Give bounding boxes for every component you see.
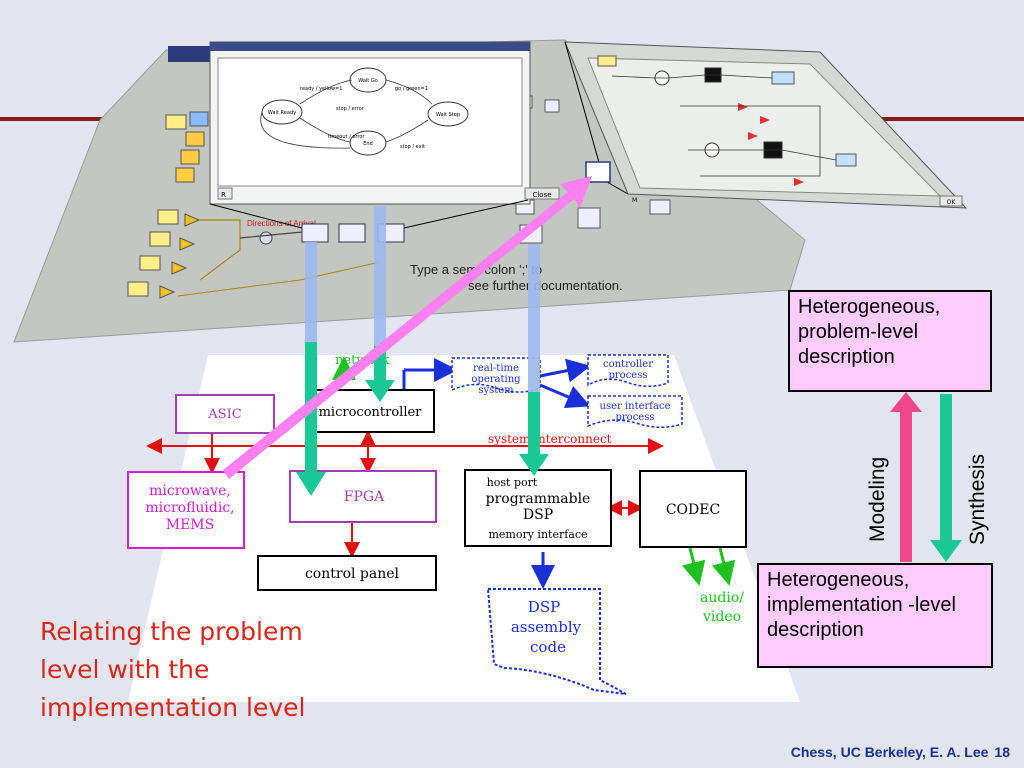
system-interconnect-bus: system interconnect [146,430,664,558]
caption-line3: implementation level [40,693,306,722]
rtos-line2: operating [471,374,521,385]
fsm-transition-timeout: timeout / error [328,134,365,140]
controller-line1: controller [603,359,653,370]
fpga-label: FPGA [344,489,385,505]
page-number: 18 [994,744,1010,760]
ui-process-line1: user interface [600,401,671,412]
microcontroller-label: microcontroller [319,405,423,420]
caption-line2: level with the [40,655,210,684]
mapping-column-mid [374,206,386,378]
actor-icons [127,95,671,299]
asic-block [175,394,275,434]
rtos-line1: real-time [473,363,519,374]
footer-credit: Chess, UC Berkeley, E. A. Lee [790,744,989,760]
modeling-from-mems-arrow [223,176,592,479]
level-arrows [890,392,962,562]
mems-line2: microfluidic, [145,500,234,516]
synthesis-label: Synthesis [966,453,989,545]
slide-footer: Chess, UC Berkeley, E. A. Lee 18 [785,744,1010,760]
fsm-transition-ready: ready / yellow=1 [300,86,342,92]
fsm-state-end: End [363,141,373,147]
rtos-line3: system [478,385,514,396]
close-button[interactable] [524,187,560,200]
m-label: M [632,197,637,204]
close-button-label: Close [532,191,551,199]
mapping-arrows [223,176,592,496]
dsp-code-line1: DSP [528,598,560,616]
software-processes: real-time operating system controller pr… [451,354,683,428]
problem-level-callout: Heterogeneous, problem-level description [788,290,992,392]
modeling-arrow [890,392,922,562]
fsm-transition-stop-error: stop / error [336,106,365,112]
ok-button-label: OK [947,199,957,206]
dsp-code-document [486,588,627,695]
fsm-transition-go: go / green=1 [395,86,428,92]
blue-links [402,358,591,589]
synthesis-to-microcontroller-arrow [365,346,395,402]
system-interconnect-label: system interconnect [488,432,612,446]
caption-line1: Relating the problem [40,617,303,646]
ui-process-line2: process [616,412,655,423]
dsp-line2: DSP [523,507,553,523]
audio-label-line2: video [702,609,741,625]
hardware-blocks: ASIC microcontroller microwave, microflu… [127,389,747,695]
help-text-line2: see further documentation. [468,278,623,293]
memory-interface-label: memory interface [488,528,587,541]
fsm-state-wait-go: Wait Go [358,78,378,84]
synthesis-to-fpga-arrow [296,342,326,496]
codec-block [639,470,747,548]
slide-caption: Relating the problem level with the impl… [40,613,400,727]
controller-line2: process [609,370,648,381]
mems-line3: MEMS [166,517,214,533]
fsm-r-label: R [221,191,226,199]
dsp-code-line2: assembly [511,618,582,636]
fsm-r-field[interactable] [217,187,233,200]
codec-label: CODEC [666,502,720,518]
ok-button[interactable] [939,195,963,207]
fsm-state-wait-stop: Wait Stop [436,112,460,118]
fsm-state-wait-ready: Wait Ready [268,110,296,116]
mems-line1: microwave, [149,483,231,499]
directions-label: Directions of Arrival [247,219,316,228]
synthesis-to-dsp-arrow [519,392,549,476]
mems-block [127,471,245,549]
modeling-label: Modeling [866,456,889,542]
subsystem-window: OK M [564,41,968,209]
fsm-transition-exit: stop / exit [400,144,425,150]
mapping-column-right [528,244,540,404]
dsp-line1: programmable [486,491,591,507]
synthesis-arrow [930,394,962,562]
audio-label-line1: audio/ [700,590,744,606]
dsp-block [464,469,612,547]
asic-label: ASIC [207,407,241,422]
host-port-label: host port [487,476,538,489]
implementation-level-callout: Heterogeneous, implementation -level des… [757,563,993,668]
control-panel-label: control panel [305,566,400,582]
dsp-code-line3: code [530,638,566,656]
control-panel-block [257,555,437,591]
fsm-window: Wait Go Wait Ready Wait Stop End ready /… [209,41,560,229]
